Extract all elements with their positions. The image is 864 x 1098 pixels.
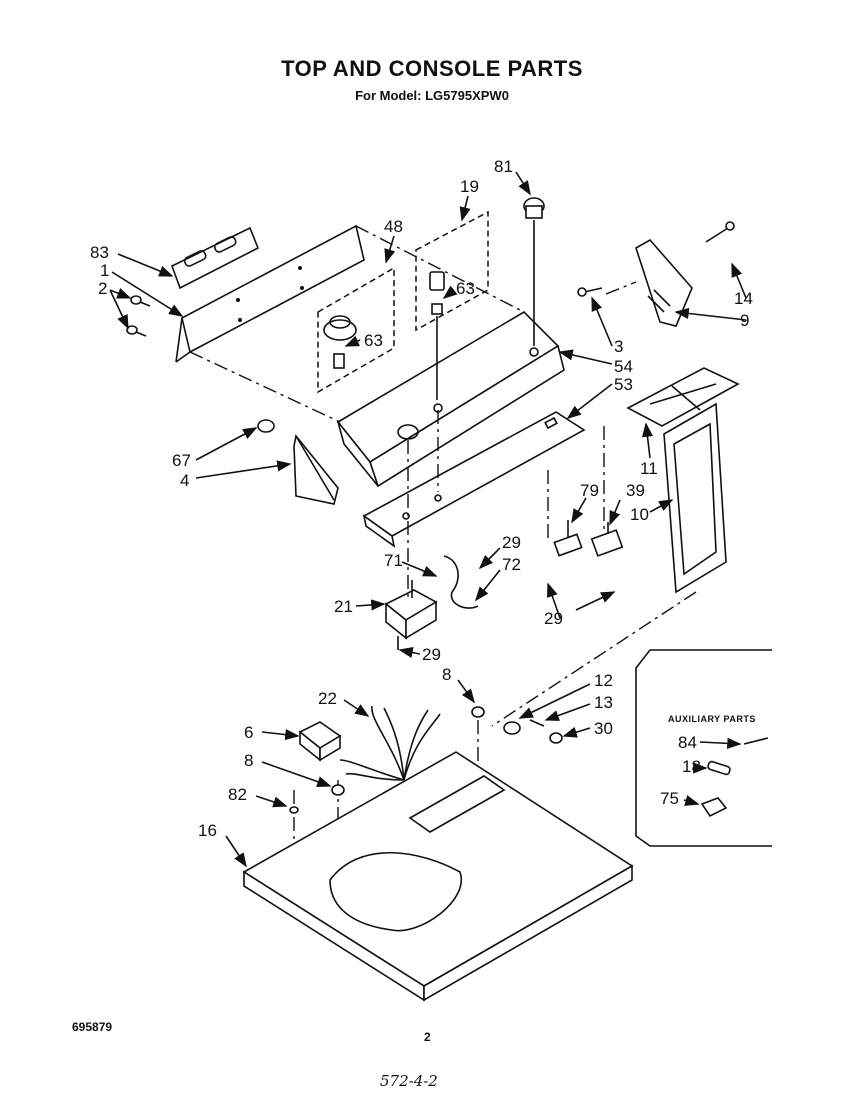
part-48-timer — [317, 266, 395, 394]
part-4-end-cap — [293, 434, 339, 505]
callout-3: 3 — [614, 337, 623, 356]
part-72-wire — [443, 555, 479, 609]
part-19-switch — [415, 210, 489, 400]
callout-12: 12 — [594, 671, 613, 690]
auxiliary-parts-inset — [635, 649, 772, 847]
callout-54: 54 — [614, 357, 633, 376]
callout-75: 75 — [660, 789, 679, 808]
part-79-switch — [553, 520, 583, 557]
callout-6: 6 — [244, 723, 253, 742]
handwritten-note: 572-4-2 — [380, 1072, 438, 1090]
callout-4: 4 — [180, 471, 189, 490]
callout-11: 11 — [640, 459, 658, 478]
hardware-nuts — [289, 706, 563, 814]
callout-53: 53 — [614, 375, 633, 394]
callout-71: 71 — [384, 551, 403, 570]
callout-9: 9 — [740, 311, 749, 330]
callout-29-motor: 29 — [422, 645, 441, 664]
callout-8-lower: 8 — [244, 751, 253, 770]
callout-1: 1 — [100, 261, 109, 280]
callout-63-switch: 63 — [456, 279, 475, 298]
page-number: 2 — [424, 1030, 431, 1044]
part-16-top — [242, 751, 634, 1002]
callout-19: 19 — [460, 177, 479, 196]
callout-22: 22 — [318, 689, 337, 708]
page-title: TOP AND CONSOLE PARTS — [281, 56, 583, 81]
callout-48: 48 — [384, 217, 403, 236]
callout-18: 18 — [682, 757, 701, 776]
callout-84: 84 — [678, 733, 697, 752]
callout-21: 21 — [334, 597, 353, 616]
part-22-wire-harness — [339, 705, 441, 781]
callout-72: 72 — [502, 555, 521, 574]
part-21-motor — [384, 580, 438, 650]
part-2-screws — [126, 295, 151, 337]
rear-console-bracket — [175, 224, 365, 363]
part-3-screw — [577, 287, 603, 297]
part-10-lint-screen — [663, 402, 727, 594]
callout-16: 16 — [198, 821, 217, 840]
callout-8-top: 8 — [442, 665, 451, 684]
callout-2: 2 — [98, 279, 107, 298]
part-83-plate — [171, 226, 260, 290]
callout-79: 79 — [580, 481, 599, 500]
callout-29-switch: 29 — [544, 609, 563, 628]
callout-82: 82 — [228, 785, 247, 804]
part-39-switch — [590, 522, 624, 557]
callout-39: 39 — [626, 481, 645, 500]
part-14-screw — [705, 221, 735, 243]
part-53-panel — [362, 411, 586, 548]
model-subtitle: For Model: LG5795XPW0 — [355, 88, 509, 103]
document-number: 695879 — [72, 1020, 113, 1034]
callout-67: 67 — [172, 451, 191, 470]
part-9-end-cap — [635, 238, 693, 327]
part-6-terminal-block — [298, 721, 342, 762]
auxiliary-parts-title: AUXILIARY PARTS — [668, 714, 756, 724]
callout-13: 13 — [594, 693, 613, 712]
part-67-clip — [257, 419, 275, 433]
part-54-console — [336, 310, 565, 488]
callout-63-timer: 63 — [364, 331, 383, 350]
callout-10: 10 — [630, 505, 649, 524]
callout-29-wire: 29 — [502, 533, 521, 552]
callout-83: 83 — [90, 243, 109, 262]
callout-81: 81 — [494, 157, 513, 176]
callout-arrows — [109, 171, 747, 868]
part-81-knob — [523, 197, 545, 346]
callout-30: 30 — [594, 719, 613, 738]
part-11-filter-cover — [626, 367, 740, 427]
callout-14: 14 — [734, 289, 753, 308]
